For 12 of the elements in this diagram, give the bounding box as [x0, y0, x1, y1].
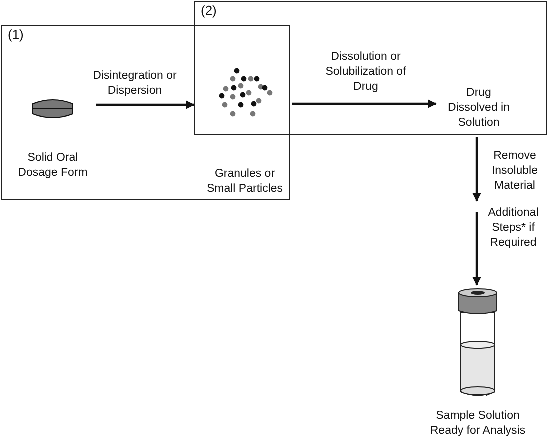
group-number: (2) [201, 3, 217, 18]
node-label: Drug Dissolved in Solution [441, 86, 517, 128]
group-number: (1) [8, 27, 24, 42]
node-label: Solid Oral Dosage Form [17, 151, 89, 181]
group-box [1, 25, 290, 200]
arrow [472, 212, 482, 286]
arrow [292, 100, 437, 108]
node-label: Sample Solution Ready for Analysis [429, 409, 527, 439]
node-label: Granules or Small Particles [206, 167, 284, 197]
arrow [96, 100, 195, 110]
arrow [472, 137, 482, 202]
group-box [194, 1, 547, 135]
